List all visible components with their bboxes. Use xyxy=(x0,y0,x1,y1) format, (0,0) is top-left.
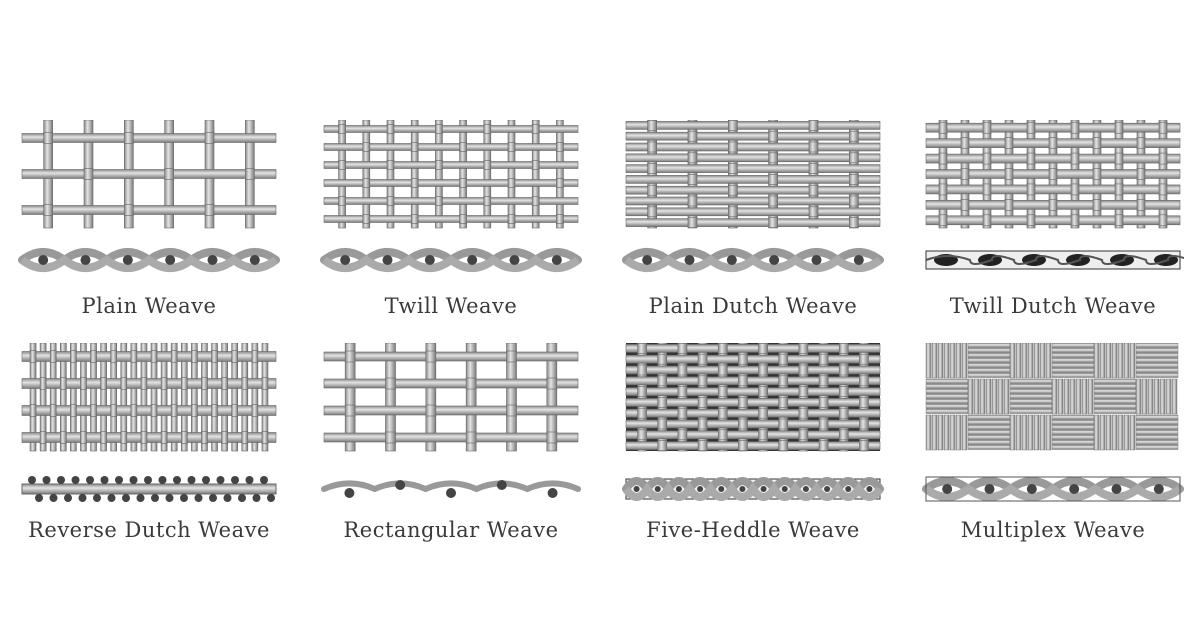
wire-cross-section xyxy=(21,476,277,502)
weave-illustration xyxy=(320,120,582,272)
wire-cross-section xyxy=(18,248,280,272)
weave-label: Plain Dutch Weave xyxy=(648,294,858,318)
wire-mesh-top-view xyxy=(21,343,277,452)
wire-mesh-top-view xyxy=(323,120,579,229)
weave-label: Plain Weave xyxy=(81,294,217,318)
wire-mesh-top-view xyxy=(925,120,1181,229)
wire-mesh-top-view xyxy=(21,120,277,229)
wire-cross-section xyxy=(922,476,1184,502)
wire-mesh-top-view xyxy=(925,343,1179,451)
weave-label: Five-Heddle Weave xyxy=(646,518,860,542)
weave-label: Multiplex Weave xyxy=(960,518,1146,542)
weave-illustration xyxy=(18,120,280,272)
weave-illustration xyxy=(622,343,884,501)
weave-label: Rectangular Weave xyxy=(343,518,559,542)
weave-illustration xyxy=(321,343,581,498)
weave-panel-plain-weave: Plain Weave xyxy=(18,120,280,318)
weave-illustration xyxy=(622,120,884,272)
weave-illustration xyxy=(21,343,277,502)
weave-panel-plain-dutch-weave: Plain Dutch Weave xyxy=(622,120,884,318)
wire-cross-section xyxy=(925,250,1184,270)
wire-cross-section xyxy=(622,248,884,272)
weave-illustration xyxy=(922,343,1184,502)
wire-mesh-top-view xyxy=(625,343,881,452)
weave-illustration xyxy=(925,120,1184,270)
weave-panel-five-heddle-weave: Five-Heddle Weave xyxy=(622,343,884,542)
weave-label: Reverse Dutch Weave xyxy=(28,518,270,542)
wire-cross-section xyxy=(321,480,581,498)
weave-panel-rectangular-weave: Rectangular Weave xyxy=(320,343,582,542)
wire-cross-section xyxy=(622,477,884,501)
weave-panel-reverse-dutch-weave: Reverse Dutch Weave xyxy=(18,343,280,542)
wire-mesh-top-view xyxy=(323,343,579,452)
wire-cross-section xyxy=(320,248,582,272)
weave-label: Twill Weave xyxy=(384,294,518,318)
weave-panel-multiplex-weave: Multiplex Weave xyxy=(922,343,1184,542)
wire-mesh-top-view xyxy=(625,120,881,229)
weave-panel-twill-weave: Twill Weave xyxy=(320,120,582,318)
weave-label: Twill Dutch Weave xyxy=(949,294,1157,318)
weave-panel-twill-dutch-weave: Twill Dutch Weave xyxy=(922,120,1184,318)
